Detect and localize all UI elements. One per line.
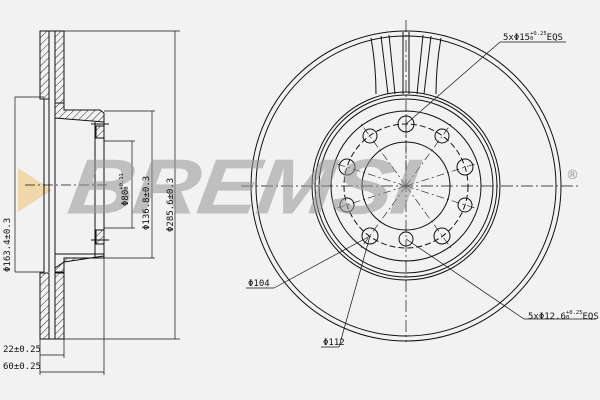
dim-value: 136.8	[142, 197, 152, 225]
tol-upper: +0.25	[530, 31, 547, 37]
dim-tolerance: ±0.3	[3, 217, 13, 240]
tol-upper: +0.25	[565, 310, 583, 316]
diameter-symbol: Φ	[121, 200, 131, 206]
callout-value: 104	[253, 279, 270, 289]
dim-value: 22	[3, 345, 14, 355]
callout-value: 12.6	[544, 312, 566, 322]
diameter-symbol: Φ	[3, 266, 13, 272]
dim-hat-diameter: Φ136.8±0.3	[142, 175, 152, 230]
dim-value: 60	[3, 362, 14, 372]
callout-value: 15	[519, 33, 531, 43]
diameter-symbol: Φ	[248, 279, 254, 289]
dim-tolerance: ±0.25	[13, 362, 41, 372]
dim-height: 60±0.25	[3, 363, 41, 372]
dim-value: 285.6	[166, 199, 176, 227]
dim-thickness: 22±0.25	[3, 346, 41, 355]
dim-tolerance: ±0.3	[166, 177, 176, 200]
tol-lower: 0	[124, 186, 130, 190]
callout-pcd-104: Φ104	[248, 280, 270, 289]
callout-pcd-112: Φ112	[323, 339, 345, 348]
brand-triangle-icon	[18, 168, 52, 212]
tol-lower: 0	[565, 315, 570, 321]
dim-outer-diameter: Φ285.6±0.3	[166, 177, 176, 232]
diameter-symbol: Φ	[142, 224, 152, 230]
registered-mark-icon: ®	[566, 168, 579, 183]
callout-prefix: 5xΦ	[528, 312, 545, 322]
diameter-symbol: Φ	[323, 338, 329, 348]
dim-value: 80	[121, 189, 131, 201]
callout-prefix: 5xΦ	[503, 33, 520, 43]
diameter-symbol: Φ	[166, 226, 176, 232]
dim-tolerance: ±0.3	[142, 175, 152, 198]
dim-tolerance: ±0.25	[13, 345, 41, 355]
dim-hub-outer-diameter: Φ163.4±0.3	[3, 217, 13, 272]
dim-value: 163.4	[3, 239, 13, 267]
callout-suffix: EQS	[546, 33, 563, 43]
callout-suffix: EQS	[582, 312, 599, 322]
callout-value: 112	[328, 338, 345, 348]
tol-lower: 0	[530, 36, 534, 42]
